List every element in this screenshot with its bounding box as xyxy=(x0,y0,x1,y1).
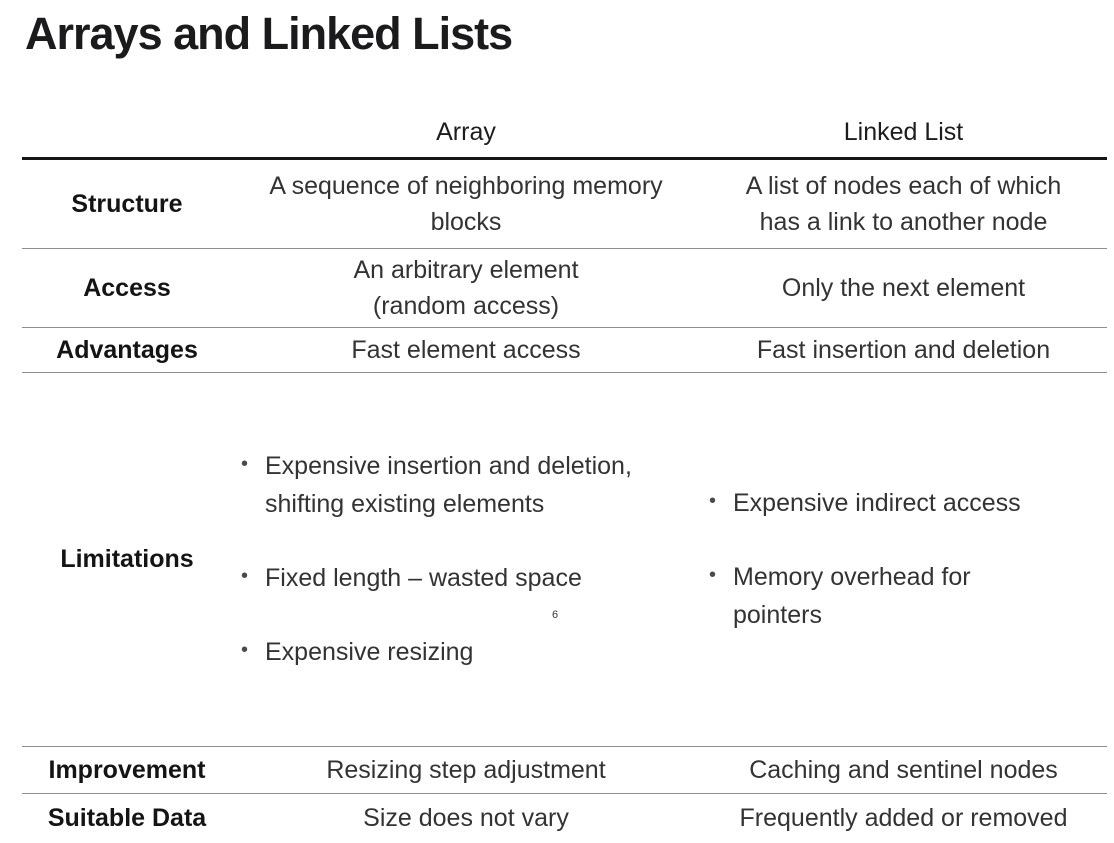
improvement-array-cell: Resizing step adjustment xyxy=(326,755,606,784)
table-row-improvement: Improvement Resizing step adjustment Cac… xyxy=(22,747,1107,794)
bullet-item: Fixed length – wasted space xyxy=(238,560,694,598)
row-label-improvement: Improvement xyxy=(48,755,206,784)
table-header-row: Array Linked List xyxy=(22,113,1107,160)
row-label-suitable-data: Suitable Data xyxy=(47,803,207,832)
structure-array-cell: A sequence of neighboring memory blocks xyxy=(269,171,663,237)
slide-page-number: 6 xyxy=(552,609,559,621)
structure-linked-list-cell: A list of nodes each of which has a link… xyxy=(745,171,1062,237)
access-linked-list-cell: Only the next element xyxy=(781,273,1026,302)
access-array-cell: An arbitrary element (random access) xyxy=(353,255,579,321)
table-row-access: Access An arbitrary element (random acce… xyxy=(22,249,1107,328)
improvement-linked-list-cell: Caching and sentinel nodes xyxy=(749,755,1058,784)
table-row-suitable-data: Suitable Data Size does not vary Frequen… xyxy=(22,794,1107,843)
table-row-limitations: Limitations Expensive insertion and dele… xyxy=(22,373,1107,747)
bullet-item: Expensive indirect access xyxy=(706,485,1101,523)
row-label-access: Access xyxy=(83,273,171,302)
row-label-advantages: Advantages xyxy=(56,335,198,364)
suitable-data-linked-list-cell: Frequently added or removed xyxy=(739,804,1068,832)
comparison-table: Array Linked List Structure A sequence o… xyxy=(22,113,1107,843)
limitations-linked-list-cell: Expensive indirect access Memory overhea… xyxy=(700,373,1107,747)
row-label-structure: Structure xyxy=(71,189,183,218)
bullet-item: Expensive resizing xyxy=(238,634,694,672)
table-row-advantages: Advantages Fast element access Fast inse… xyxy=(22,328,1107,373)
page-title: Arrays and Linked Lists xyxy=(25,8,513,59)
advantages-array-cell: Fast element access xyxy=(351,335,581,364)
bullet-item: Expensive insertion and deletion, shifti… xyxy=(238,448,694,523)
bullet-item: Memory overhead for pointers xyxy=(706,559,1101,634)
header-array: Array xyxy=(232,113,700,160)
limitations-array-bullet-list: Expensive insertion and deletion, shifti… xyxy=(238,412,694,708)
limitations-linked-list-bullet-list: Expensive indirect access Memory overhea… xyxy=(706,449,1101,671)
table-row-structure: Structure A sequence of neighboring memo… xyxy=(22,159,1107,249)
advantages-linked-list-cell: Fast insertion and deletion xyxy=(756,335,1051,364)
suitable-data-array-cell: Size does not vary xyxy=(363,804,569,832)
header-empty-cell xyxy=(22,113,232,160)
header-linked-list: Linked List xyxy=(700,113,1107,160)
row-label-limitations: Limitations xyxy=(60,545,194,573)
limitations-array-cell: Expensive insertion and deletion, shifti… xyxy=(232,373,700,747)
